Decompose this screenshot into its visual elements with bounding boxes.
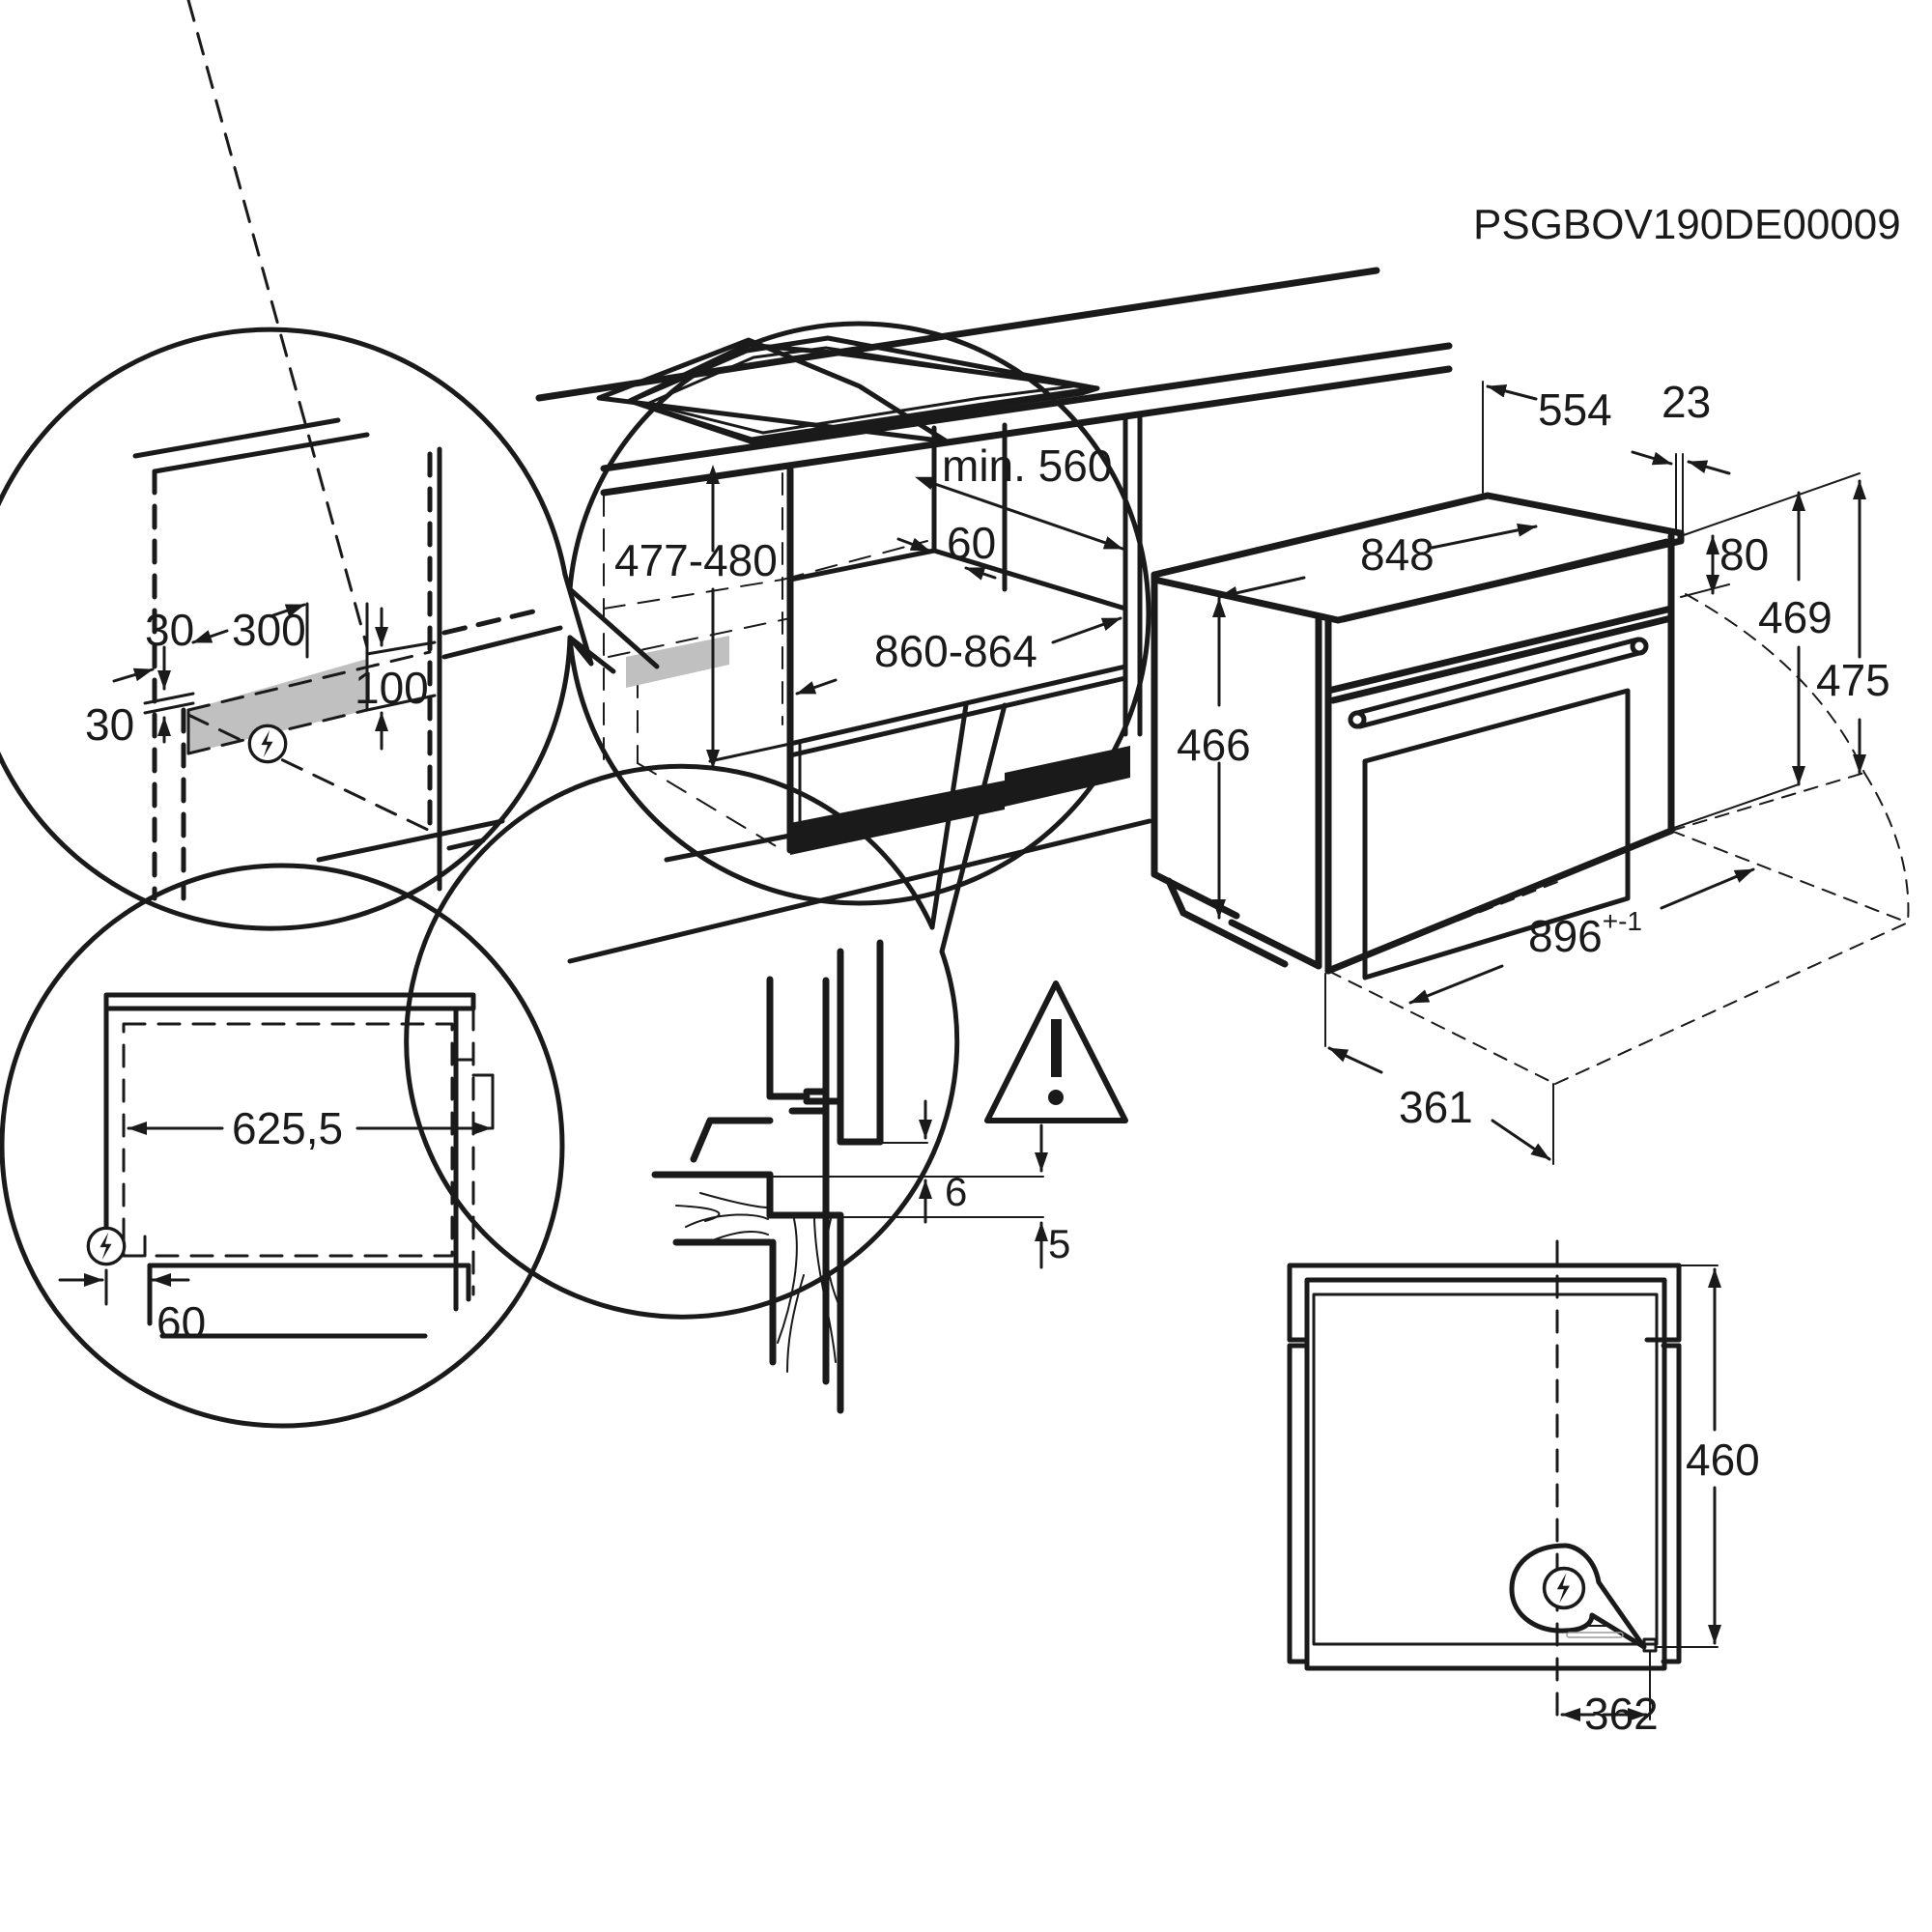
door-swing-tolerance: +-1: [1603, 906, 1642, 936]
inner-width-label: 625,5: [232, 1103, 343, 1153]
cabinet-depth-label: min. 560: [942, 440, 1112, 491]
door-clearance-label: 361: [1399, 1082, 1473, 1132]
electrical-hazard-icon: [86, 1226, 127, 1266]
oven-dimensions: 554 23 848 80 469 475 466: [1177, 377, 1910, 1165]
socket-width-label: 300: [232, 605, 306, 655]
socket-offset-label: 362: [1584, 1689, 1659, 1739]
front-height-label: 460: [1686, 1435, 1760, 1485]
oven-depth-label: 554: [1538, 384, 1612, 435]
electrical-hazard-icon: [1542, 1566, 1586, 1610]
oven-side-height-label: 466: [1177, 720, 1251, 770]
oven-panel-height-label: 80: [1719, 529, 1769, 580]
socket-bottom-offset-label: 30: [85, 699, 134, 750]
detail-gap-section: 6 5: [404, 702, 1128, 1414]
cabinet-rear-gap-label: 60: [947, 518, 996, 568]
bottom-gap-label: 5: [1048, 1221, 1070, 1266]
oven-body-height-label: 469: [1758, 592, 1833, 642]
socket-callout: [1509, 1543, 1658, 1653]
document-code: PSGBOV190DE00009: [1473, 201, 1901, 248]
door-swing-value: 896: [1528, 911, 1603, 961]
top-gap-label: 6: [945, 1169, 967, 1214]
front-view: 460 362: [1287, 1239, 1760, 1739]
detail-top-section: 625,5 60: [0, 863, 565, 1429]
detail-socket-position: 30 30 300 100: [0, 0, 1151, 931]
oven-width-label: 848: [1360, 529, 1435, 580]
bottom-gap-label: 60: [156, 1297, 206, 1348]
oven-isometric: [1151, 492, 1685, 980]
cabinet-niche: [567, 412, 1152, 964]
cabinet-width-label: 860-864: [874, 626, 1037, 676]
cabinet-dimensions: 477-480 min. 560 60 860-864: [614, 440, 1124, 770]
door-swing-label: 896+-1: [1528, 906, 1642, 961]
oven-front-depth-label: 23: [1662, 377, 1711, 427]
hob: [627, 335, 1099, 442]
socket-height-label: 100: [355, 663, 429, 713]
oven-total-height-label: 475: [1816, 655, 1890, 705]
warning-triangle-icon: [984, 980, 1128, 1123]
electrical-hazard-icon: [247, 724, 288, 764]
cabinet-height-label: 477-480: [614, 535, 778, 585]
socket-left-offset-label: 30: [145, 605, 194, 655]
